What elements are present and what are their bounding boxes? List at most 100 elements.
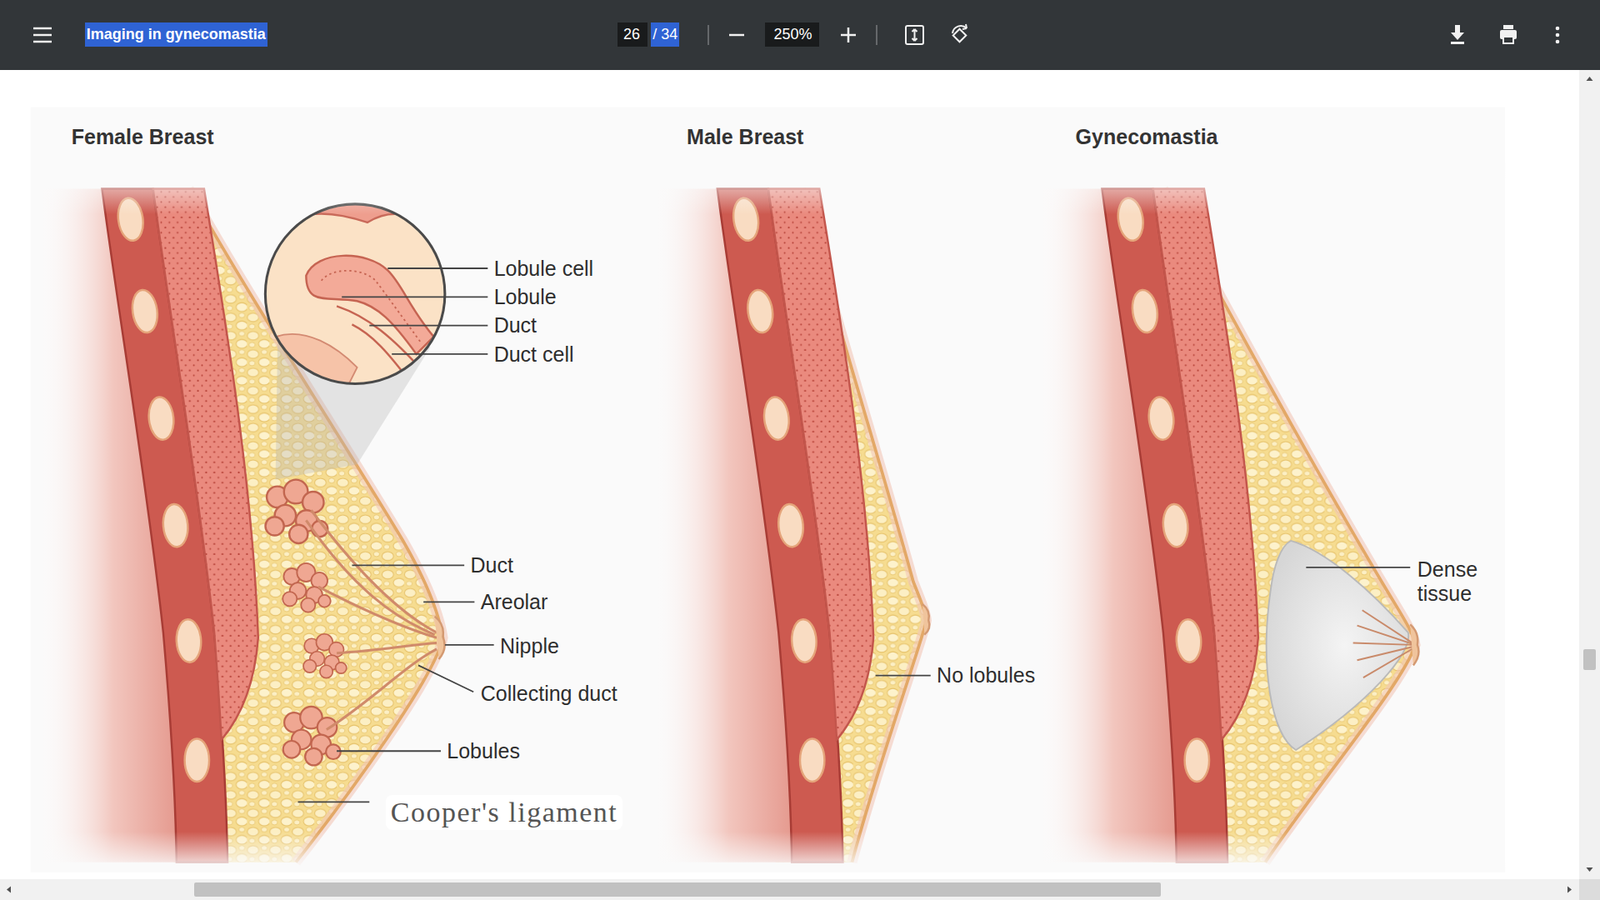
- document-title: Imaging in gynecomastia: [85, 22, 268, 47]
- male-breast-figure: [650, 189, 874, 863]
- scroll-corner: [1579, 879, 1600, 900]
- lobule-cluster: [283, 706, 341, 766]
- part-label: Lobules: [446, 739, 520, 764]
- scroll-arrow: [1567, 886, 1572, 894]
- separator: [707, 25, 710, 45]
- nipple: [435, 616, 445, 660]
- part-label: Nipple: [500, 634, 560, 659]
- rotate-icon: [962, 24, 967, 30]
- rotate-icon: [952, 24, 967, 42]
- more-icon: [1555, 40, 1560, 45]
- menu-icon: [33, 27, 52, 30]
- duct-line: [1353, 642, 1413, 645]
- magnifier-inset: [321, 270, 421, 342]
- scroll-thumb: [1583, 649, 1596, 670]
- magnifier-inset: [351, 324, 413, 385]
- figure-title: Male Breast: [686, 125, 804, 150]
- part-label: No lobules: [936, 663, 1035, 688]
- scroll-arrow: [1586, 867, 1594, 872]
- duct-line: [336, 642, 437, 653]
- page-box: [617, 22, 648, 47]
- lobule-cluster: [265, 480, 328, 544]
- more-icon: [1555, 33, 1560, 38]
- female-breast-figure: [35, 189, 450, 863]
- scroll-arrow: [6, 886, 11, 894]
- leader-line: [391, 353, 488, 355]
- download-icon: [1450, 32, 1465, 40]
- print-icon: [1500, 25, 1517, 44]
- magnifier-inset: [265, 204, 445, 385]
- image-fade: [30, 831, 1505, 873]
- magnifier-inset: [260, 199, 450, 389]
- leader-line: [445, 644, 495, 646]
- part-label: Lobule: [494, 285, 557, 310]
- part-label: Dense tissue: [1417, 557, 1489, 606]
- scroll-thumb: [194, 882, 1161, 897]
- page-count: / 34: [650, 22, 680, 47]
- duct-line: [305, 520, 435, 635]
- rotate-icon: [953, 29, 967, 43]
- figure-title: Female Breast: [71, 125, 215, 150]
- magnifier-inset: [260, 199, 450, 389]
- leader-line: [336, 750, 441, 752]
- vertical-scrollbar: [1579, 70, 1600, 880]
- duct-line: [1363, 649, 1413, 678]
- duct-line: [318, 586, 437, 638]
- zoom-in-icon: [840, 27, 856, 43]
- separator: [875, 25, 878, 45]
- more-icon: [1555, 26, 1560, 45]
- lobule-cluster: [282, 563, 331, 613]
- magnifier-inset: [275, 334, 358, 388]
- download-icon: [1450, 41, 1465, 45]
- lobule-cluster: [303, 634, 347, 679]
- lobule-cluster: [265, 480, 346, 766]
- more-icon: [1555, 26, 1560, 31]
- print-icon: [1503, 25, 1514, 30]
- scroll-arrow: [1586, 76, 1594, 81]
- duct-line: [1353, 610, 1413, 678]
- magnifier-inset: [265, 204, 445, 385]
- zoom-in-icon: [847, 27, 850, 43]
- duct-line: [326, 649, 437, 730]
- duct-line: [305, 510, 437, 730]
- image-ground: [30, 107, 1505, 873]
- leader-line: [298, 801, 370, 804]
- part-label: Areolar: [480, 590, 549, 615]
- zoom-level: 250%: [771, 22, 814, 47]
- figure-title: Gynecomastia: [1075, 125, 1219, 150]
- fit-page-icon: [912, 29, 918, 41]
- leader-line: [418, 665, 474, 692]
- nipple: [1410, 624, 1419, 665]
- menu-icon: [33, 40, 52, 44]
- gynecomastia-figure: [1035, 189, 1420, 863]
- horizontal-scrollbar: [0, 879, 1580, 900]
- leader-line: [298, 268, 1411, 802]
- duct-line: [1357, 625, 1413, 645]
- leader-line: [875, 675, 931, 677]
- leader-line: [351, 564, 465, 566]
- leader-line: [341, 295, 488, 298]
- zoom-out-icon: [729, 34, 745, 37]
- fit-page-icon: [905, 25, 924, 45]
- female-breast-figure: [35, 189, 259, 863]
- download-icon: [1450, 25, 1465, 45]
- menu-icon: [33, 34, 52, 37]
- part-label: Lobule cell: [494, 256, 595, 281]
- rotate-icon: [952, 25, 967, 34]
- menu-icon: [33, 28, 52, 42]
- duct-line: [1362, 610, 1413, 643]
- download-icon: [1455, 25, 1460, 34]
- dense-tissue: [1266, 540, 1409, 750]
- part-label: Duct cell: [494, 342, 575, 367]
- leader-line: [369, 325, 488, 327]
- zoom-box: [765, 22, 820, 47]
- nipple: [922, 604, 930, 635]
- magnifier-inset: [305, 255, 434, 355]
- gynecomastia-figure: [1035, 189, 1259, 863]
- part-label: Duct: [470, 553, 513, 578]
- leader-line: [387, 267, 488, 270]
- part-label: Duct: [494, 313, 537, 338]
- ligament-label: Cooper's ligament: [385, 795, 623, 830]
- leader-line: [423, 601, 475, 604]
